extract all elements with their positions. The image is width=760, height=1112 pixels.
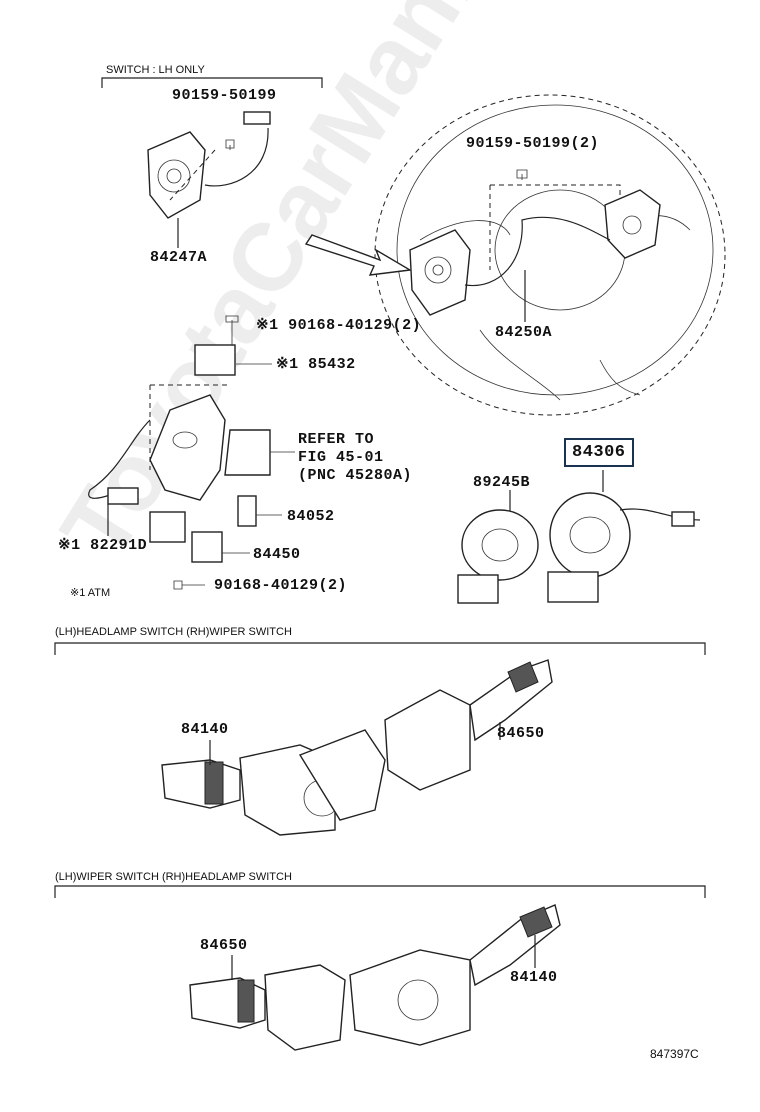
- connector-82291D: [107, 487, 139, 505]
- refer-to-line3: (PNC 45280A): [298, 467, 413, 484]
- 84306-base: [547, 571, 599, 603]
- switch-body-84140-b: [349, 949, 471, 1046]
- 89245B-base: [457, 574, 499, 604]
- label-84650-b: 84650: [200, 937, 248, 954]
- part-89245B: [461, 509, 539, 581]
- label-90159-50199: 90159-50199: [172, 87, 277, 104]
- label-90159-50199-2: 90159-50199(2): [466, 135, 600, 152]
- lh-connector: [243, 111, 271, 125]
- label-84250A: 84250A: [495, 324, 553, 341]
- part-84052: [237, 495, 257, 527]
- label-84052: 84052: [287, 508, 335, 525]
- harness-82291D: [88, 419, 151, 499]
- label-85432: ※1 85432: [276, 356, 356, 373]
- steering-wheel-outer: [374, 94, 726, 416]
- figure-code: 847397C: [650, 1047, 699, 1061]
- label-90168-40129-top: ※1 90168-40129(2): [256, 317, 422, 334]
- section2-bracket: [54, 885, 706, 898]
- refer-to-line1: REFER TO: [298, 431, 375, 448]
- part-85432: [194, 344, 236, 376]
- switch-lh-bracket: [101, 77, 323, 88]
- wheel-wire: [464, 216, 611, 287]
- part-84306: [549, 492, 631, 578]
- switch-lh-only-label: SWITCH : LH ONLY: [106, 64, 205, 76]
- label-89245B: 89245B: [473, 474, 531, 491]
- section2-title: (LH)WIPER SWITCH (RH)HEADLAMP SWITCH: [55, 871, 292, 883]
- wheel-rh-switch: [604, 189, 661, 259]
- label-90168-40129-bottom: 90168-40129(2): [214, 577, 348, 594]
- lh-switch-wire: [204, 127, 269, 187]
- lever-84140-a: [161, 759, 241, 809]
- label-84450: 84450: [253, 546, 301, 563]
- switch-body-84650-a: [384, 689, 471, 791]
- section1-title: (LH)HEADLAMP SWITCH (RH)WIPER SWITCH: [55, 626, 292, 638]
- part-84450-b: [191, 531, 223, 563]
- lh-switch-part: [147, 131, 206, 219]
- section1-bracket: [54, 642, 706, 655]
- wheel-lh-switch: [409, 229, 471, 316]
- label-82291D: ※1 82291D: [58, 537, 148, 554]
- label-84140-b: 84140: [510, 969, 558, 986]
- label-84140-a: 84140: [181, 721, 229, 738]
- label-84306-highlighted: 84306: [564, 438, 634, 467]
- combination-base-a: [298, 729, 386, 821]
- label-84650-a: 84650: [497, 725, 545, 742]
- label-84247A: 84247A: [150, 249, 208, 266]
- refer-to-line2: FIG 45-01: [298, 449, 384, 466]
- pointer-arrow: [304, 234, 413, 276]
- lock-cylinder: [224, 429, 271, 476]
- part-84450-a: [149, 511, 186, 543]
- atm-footnote: ※1 ATM: [70, 587, 111, 599]
- switch-body-84650-b: [264, 964, 346, 1051]
